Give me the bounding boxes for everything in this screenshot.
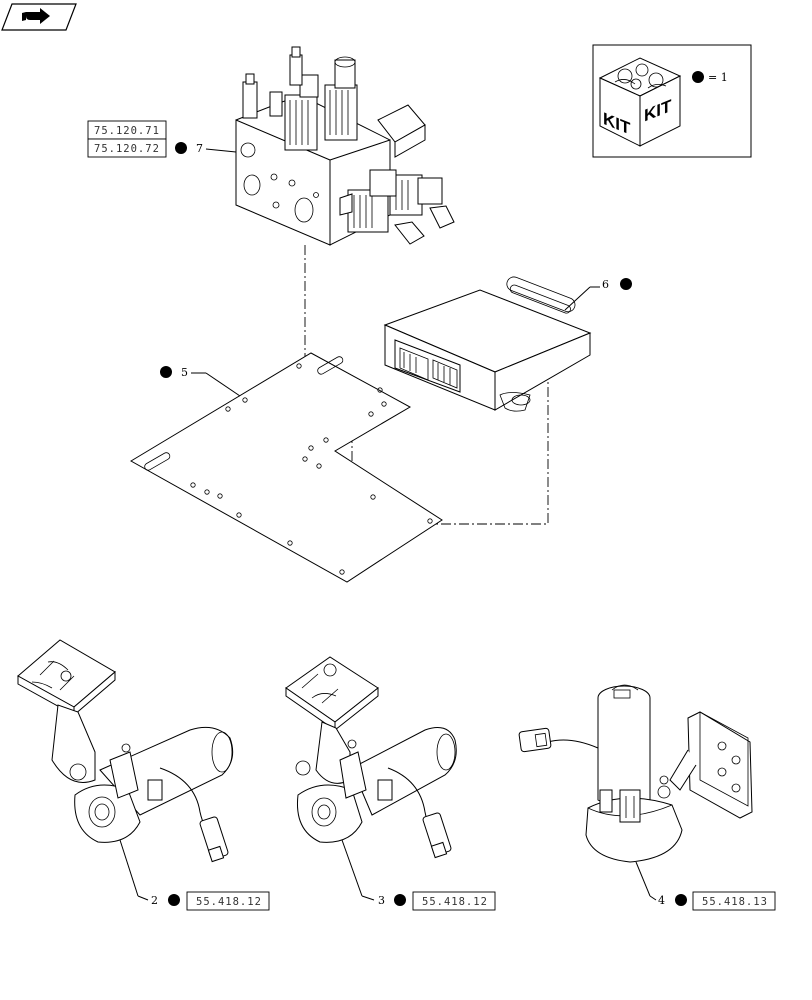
callout-item-3: 3 55.418.12 xyxy=(341,839,496,911)
item-7-bullet-icon xyxy=(175,142,187,154)
item-6-bullet-icon xyxy=(620,278,632,290)
callout-item-2: 2 55.418.12 xyxy=(119,839,270,911)
ref-box-55-418-12-a[interactable] xyxy=(186,891,270,911)
ref-55-418-12-a: 55.418.12 xyxy=(196,896,262,908)
item-3-bullet-icon xyxy=(394,894,406,906)
arrow-right-icon xyxy=(22,8,50,24)
item-4-bullet-icon xyxy=(675,894,687,906)
ref-55-418-12-b: 55.418.12 xyxy=(422,896,488,908)
item-6-number: 6 xyxy=(602,278,609,291)
controller-ecu xyxy=(383,276,592,412)
item-5-number: 5 xyxy=(181,366,188,379)
item-3-number: 3 xyxy=(378,894,385,907)
ref-75-120-72: 75.120.72 xyxy=(94,143,160,155)
callout-item-7: 75.120.71 75.120.72 7 xyxy=(87,120,237,158)
callout-item-5: 5 xyxy=(160,366,241,397)
kit-legend: KIT KIT = 1 xyxy=(592,44,752,158)
item-2-bullet-icon xyxy=(168,894,180,906)
kit-box-icon: KIT KIT xyxy=(598,57,682,147)
ref-box-55-418-12-b[interactable] xyxy=(412,891,496,911)
vertical-actuator-4 xyxy=(518,684,753,863)
pedal-actuator-3 xyxy=(285,656,457,859)
nav-arrow-button[interactable] xyxy=(1,3,77,31)
item-5-bullet-icon xyxy=(160,366,172,378)
valve-block xyxy=(235,46,455,246)
ref-75-120-71: 75.120.71 xyxy=(94,125,160,137)
item-7-number: 7 xyxy=(196,142,203,155)
ref-box-75-120-72[interactable] xyxy=(87,138,167,158)
callout-item-4: 4 55.418.13 xyxy=(635,861,776,911)
kit-bullet-icon xyxy=(692,71,704,83)
ref-55-418-13: 55.418.13 xyxy=(702,896,768,908)
item-4-number: 4 xyxy=(658,894,665,907)
kit-legend-text: = 1 xyxy=(708,71,728,84)
callout-item-6: 6 xyxy=(564,278,632,311)
mounting-plate xyxy=(130,352,443,583)
ref-box-55-418-13[interactable] xyxy=(692,891,776,911)
pedal-actuator-2 xyxy=(17,639,234,863)
item-2-number: 2 xyxy=(151,894,158,907)
